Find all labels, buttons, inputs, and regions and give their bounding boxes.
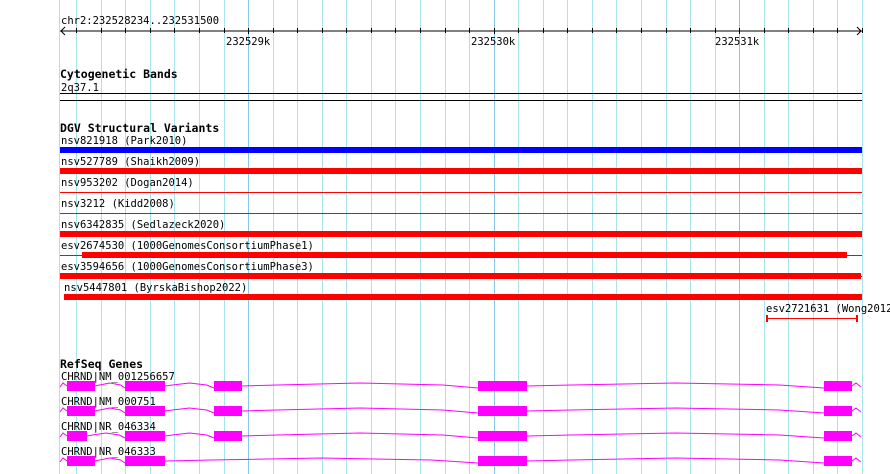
gene-label: CHRND|NR_046334	[61, 421, 156, 433]
refseq-genes-track: RefSeq Genes CHRND|NM_001256657CHRND|NM_…	[59, 357, 862, 466]
variant-bar	[60, 273, 861, 279]
scroll-right-arrow-icon[interactable]	[856, 26, 862, 36]
variant-label: esv3594656 (1000GenomesConsortiumPhase3)	[61, 261, 314, 273]
gene-label: CHRND|NM_000751	[61, 396, 156, 408]
gene-label: CHRND|NM_001256657	[61, 371, 175, 383]
variant-bar	[60, 147, 862, 153]
intron-line	[59, 432, 862, 439]
structural-variant[interactable]: nsv5447801 (ByrskaBishop2022)	[64, 282, 862, 300]
intron-line	[59, 382, 862, 389]
exon	[214, 406, 242, 416]
exon	[125, 431, 165, 441]
exon	[67, 406, 95, 416]
tick-label: 232529k	[226, 36, 271, 48]
exon	[478, 456, 527, 466]
variant-label: esv2674530 (1000GenomesConsortiumPhase1)	[61, 240, 314, 252]
tick-label: 232530k	[471, 36, 516, 48]
variant-label: nsv527789 (Shaikh2009)	[61, 156, 200, 168]
gene-transcript[interactable]: CHRND|NM_001256657	[59, 371, 862, 391]
track-title: DGV Structural Variants	[60, 121, 219, 135]
dgv-structural-variants-track: DGV Structural Variants nsv821918 (Park2…	[60, 121, 890, 322]
ruler-ticks	[76, 28, 863, 34]
track-title: Cytogenetic Bands	[60, 67, 178, 81]
structural-variant[interactable]: esv2721631 (Wong2012b	[766, 303, 890, 322]
gene-label: CHRND|NR_046333	[61, 446, 156, 458]
exon	[824, 406, 852, 416]
variant-cap	[856, 315, 858, 322]
scroll-left-arrow-icon[interactable]	[60, 26, 66, 36]
structural-variant[interactable]: nsv953202 (Dogan2014)	[60, 177, 862, 193]
exon	[125, 381, 165, 391]
exon	[214, 381, 242, 391]
track-title: RefSeq Genes	[60, 357, 143, 371]
exon	[125, 406, 165, 416]
ruler[interactable]: chr2:232528234..232531500 232529k 232530…	[60, 15, 863, 48]
tick-label: 232531k	[715, 36, 760, 48]
variant-bar	[64, 294, 862, 300]
exon	[478, 431, 527, 441]
gene-transcript[interactable]: CHRND|NM_000751	[59, 396, 862, 416]
region-label: chr2:232528234..232531500	[61, 15, 219, 27]
gene-transcript[interactable]: CHRND|NR_046333	[59, 446, 862, 466]
variant-cap	[766, 315, 768, 322]
structural-variant[interactable]: nsv3212 (Kidd2008)	[60, 198, 862, 214]
variant-label: nsv821918 (Park2010)	[61, 135, 187, 147]
structural-variant[interactable]: nsv6342835 (Sedlazeck2020)	[60, 219, 862, 237]
exon	[478, 406, 527, 416]
variant-label: nsv6342835 (Sedlazeck2020)	[61, 219, 225, 231]
exon	[824, 381, 852, 391]
exon	[67, 431, 87, 441]
structural-variant[interactable]: nsv821918 (Park2010)	[60, 135, 862, 153]
exon	[478, 381, 527, 391]
band-label[interactable]: 2q37.1	[61, 82, 99, 94]
structural-variant[interactable]: esv3594656 (1000GenomesConsortiumPhase3)	[60, 261, 862, 279]
variant-label: esv2721631 (Wong2012b	[766, 303, 890, 315]
exon	[125, 456, 165, 466]
intron-line	[59, 407, 862, 414]
exon	[214, 431, 242, 441]
intron-line	[59, 457, 862, 464]
variant-bar	[82, 252, 847, 258]
variant-label: nsv953202 (Dogan2014)	[61, 177, 194, 189]
cytogenetic-bands-track: Cytogenetic Bands 2q37.1	[60, 67, 862, 101]
variant-label: nsv3212 (Kidd2008)	[61, 198, 175, 210]
variant-bar	[60, 231, 862, 237]
exon	[67, 381, 95, 391]
gene-transcript[interactable]: CHRND|NR_046334	[59, 421, 862, 441]
exon	[67, 456, 95, 466]
variant-label: nsv5447801 (ByrskaBishop2022)	[64, 282, 247, 294]
variant-bar	[60, 168, 862, 174]
exon	[824, 456, 852, 466]
exon	[824, 431, 852, 441]
structural-variant[interactable]: nsv527789 (Shaikh2009)	[60, 156, 862, 174]
structural-variant[interactable]: esv2674530 (1000GenomesConsortiumPhase1)	[60, 240, 862, 258]
